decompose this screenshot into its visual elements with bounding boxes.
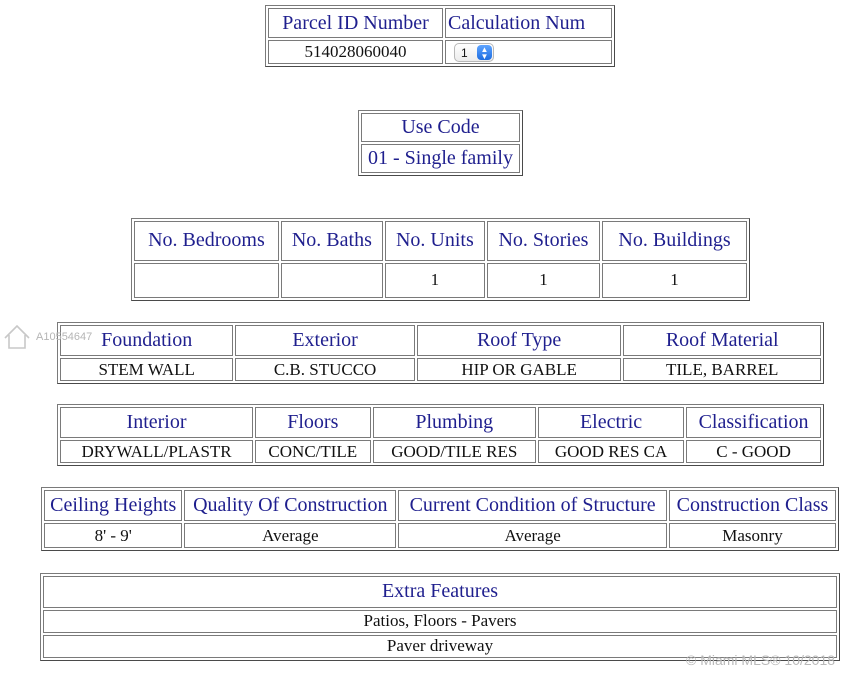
electric-value: GOOD RES CA	[538, 440, 685, 463]
select-arrows-icon: ▲▼	[477, 45, 493, 61]
bedrooms-header: No. Bedrooms	[134, 221, 279, 261]
roof-type-value: HIP OR GABLE	[416, 358, 622, 381]
stories-value: 1	[486, 262, 601, 298]
bedrooms-value	[134, 262, 279, 298]
parcel-id-value: 514028060040	[268, 40, 444, 64]
calculation-num-header: Calculation Num	[445, 8, 612, 38]
copyright-watermark: © Miami MLS® 10/2018	[686, 652, 836, 668]
baths-value	[280, 262, 383, 298]
classification-value: C - GOOD	[686, 440, 821, 463]
foundation-value: STEM WALL	[60, 358, 234, 381]
calculation-num-selected: 1	[461, 46, 468, 61]
use-code-table: Use Code 01 - Single family	[358, 110, 523, 176]
calculation-num-cell: 1 ▲▼	[445, 40, 612, 64]
rooms-table: No. Bedrooms No. Baths No. Units No. Sto…	[131, 218, 750, 301]
quality-of-construction-value: Average	[184, 523, 397, 548]
listing-watermark: A10554647	[2, 320, 92, 354]
roof-material-header: Roof Material	[623, 325, 821, 357]
stories-header: No. Stories	[486, 221, 601, 261]
buildings-header: No. Buildings	[602, 221, 747, 261]
floors-value: CONC/TILE	[255, 440, 371, 463]
electric-header: Electric	[538, 407, 685, 439]
construction-class-header: Construction Class	[669, 490, 836, 522]
plumbing-header: Plumbing	[372, 407, 537, 439]
parcel-id-header: Parcel ID Number	[268, 8, 444, 38]
extra-features-header: Extra Features	[43, 576, 837, 608]
interior-header: Interior	[60, 407, 254, 439]
units-value: 1	[384, 262, 485, 298]
buildings-value: 1	[602, 262, 747, 298]
house-watermark-icon	[4, 324, 30, 349]
extra-feature-item: Patios, Floors - Pavers	[43, 609, 837, 633]
quality-of-construction-header: Quality Of Construction	[184, 490, 397, 522]
extra-features-table: Extra Features Patios, Floors - Pavers P…	[40, 573, 840, 661]
listing-id-text: A10554647	[36, 331, 93, 343]
extra-feature-item: Paver driveway	[43, 634, 837, 658]
exterior-value: C.B. STUCCO	[235, 358, 415, 381]
interior-value: DRYWALL/PLASTR	[60, 440, 254, 463]
construction-class-value: Masonry	[669, 523, 836, 548]
structure-table: Foundation Exterior Roof Type Roof Mater…	[57, 322, 824, 384]
roof-type-header: Roof Type	[416, 325, 622, 357]
roof-material-value: TILE, BARREL	[623, 358, 821, 381]
ceiling-heights-header: Ceiling Heights	[44, 490, 183, 522]
exterior-header: Exterior	[235, 325, 415, 357]
use-code-value: 01 - Single family	[361, 144, 520, 173]
floors-header: Floors	[255, 407, 371, 439]
baths-header: No. Baths	[280, 221, 383, 261]
use-code-header: Use Code	[361, 113, 520, 142]
units-header: No. Units	[384, 221, 485, 261]
foundation-header: Foundation	[60, 325, 234, 357]
construction-table: Ceiling Heights Quality Of Construction …	[41, 487, 839, 551]
parcel-table: Parcel ID Number Calculation Num 5140280…	[265, 5, 615, 67]
current-condition-value: Average	[398, 523, 667, 548]
classification-header: Classification	[686, 407, 821, 439]
plumbing-value: GOOD/TILE RES	[372, 440, 537, 463]
current-condition-header: Current Condition of Structure	[398, 490, 667, 522]
calculation-num-select[interactable]: 1 ▲▼	[454, 43, 495, 63]
interior-table: Interior Floors Plumbing Electric Classi…	[57, 404, 824, 466]
ceiling-heights-value: 8' - 9'	[44, 523, 183, 548]
